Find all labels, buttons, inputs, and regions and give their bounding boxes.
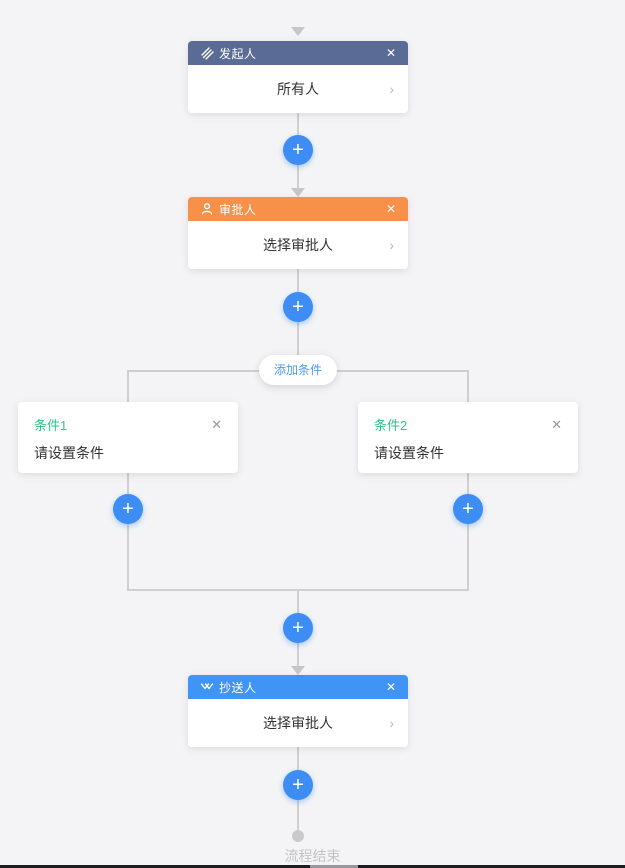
approver-node-value: 选择审批人 bbox=[263, 237, 333, 253]
chevron-right-icon: › bbox=[389, 715, 394, 731]
cc-node: 抄送人 ✕ 选择审批人 › bbox=[188, 675, 408, 747]
cc-node-header: 抄送人 ✕ bbox=[188, 675, 408, 699]
condition-card[interactable]: 条件2 ✕ 请设置条件 bbox=[358, 402, 578, 473]
add-node-button[interactable]: + bbox=[283, 613, 313, 643]
cc-node-title: 抄送人 bbox=[219, 680, 257, 695]
approver-node: 审批人 ✕ 选择审批人 › bbox=[188, 197, 408, 269]
initiator-node: 发起人 ✕ 所有人 › bbox=[188, 41, 408, 113]
initiator-node-body[interactable]: 所有人 › bbox=[188, 65, 408, 113]
condition-title-row: 条件2 ✕ bbox=[374, 415, 562, 434]
condition-title-row: 条件1 ✕ bbox=[34, 415, 222, 434]
close-icon[interactable]: ✕ bbox=[211, 416, 222, 432]
connector-line bbox=[467, 473, 469, 591]
add-node-button[interactable]: + bbox=[453, 494, 483, 524]
condition-placeholder: 请设置条件 bbox=[374, 445, 444, 461]
chevron-right-icon: › bbox=[389, 237, 394, 253]
add-node-button[interactable]: + bbox=[283, 135, 313, 165]
cc-node-body[interactable]: 选择审批人 › bbox=[188, 699, 408, 747]
close-icon[interactable]: ✕ bbox=[385, 680, 396, 694]
condition-title: 条件2 bbox=[374, 418, 408, 433]
cc-node-value: 选择审批人 bbox=[263, 715, 333, 731]
close-icon[interactable]: ✕ bbox=[385, 46, 396, 60]
condition-card[interactable]: 条件1 ✕ 请设置条件 bbox=[18, 402, 238, 473]
arrow-down-icon bbox=[291, 188, 305, 197]
person-icon bbox=[201, 203, 213, 215]
close-icon[interactable]: ✕ bbox=[551, 416, 562, 432]
flow-end-label: 流程结束 bbox=[284, 848, 341, 864]
connector-line bbox=[467, 370, 469, 403]
connector-line bbox=[127, 473, 129, 591]
flow-start-arrow-icon bbox=[291, 27, 305, 36]
horizontal-scrollbar-track[interactable] bbox=[0, 865, 625, 868]
condition-title: 条件1 bbox=[34, 418, 68, 433]
approver-node-header: 审批人 ✕ bbox=[188, 197, 408, 221]
signature-strokes-icon bbox=[201, 47, 214, 60]
initiator-node-value: 所有人 bbox=[277, 81, 319, 97]
close-icon[interactable]: ✕ bbox=[385, 202, 396, 216]
add-node-button[interactable]: + bbox=[283, 770, 313, 800]
condition-placeholder: 请设置条件 bbox=[34, 445, 104, 461]
double-v-icon bbox=[200, 683, 214, 690]
add-node-button[interactable]: + bbox=[283, 292, 313, 322]
initiator-node-header: 发起人 ✕ bbox=[188, 41, 408, 65]
approver-node-body[interactable]: 选择审批人 › bbox=[188, 221, 408, 269]
initiator-node-title: 发起人 bbox=[219, 46, 257, 61]
arrow-down-icon bbox=[291, 666, 305, 675]
connector-line bbox=[127, 370, 129, 403]
horizontal-scrollbar-thumb[interactable] bbox=[310, 865, 358, 868]
add-node-button[interactable]: + bbox=[113, 494, 143, 524]
add-condition-button[interactable]: 添加条件 bbox=[258, 355, 338, 385]
approver-node-title: 审批人 bbox=[219, 202, 257, 217]
chevron-right-icon: › bbox=[389, 81, 394, 97]
flow-end-dot bbox=[292, 830, 304, 842]
